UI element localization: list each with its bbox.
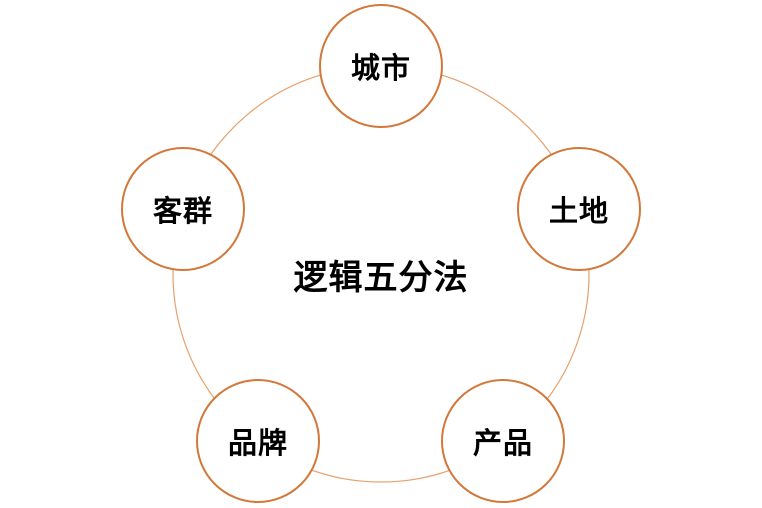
node-product: 产品: [441, 379, 565, 503]
node-label: 产品: [472, 426, 533, 460]
node-label: 品牌: [227, 426, 288, 460]
node-customer-group: 客群: [121, 147, 245, 271]
center-title: 逻辑五分法: [293, 258, 469, 298]
node-city: 城市: [319, 4, 443, 128]
node-label: 城市: [350, 51, 411, 85]
node-label: 土地: [548, 194, 609, 228]
node-label: 客群: [152, 194, 213, 228]
node-brand: 品牌: [196, 379, 320, 503]
node-land: 土地: [517, 147, 641, 271]
